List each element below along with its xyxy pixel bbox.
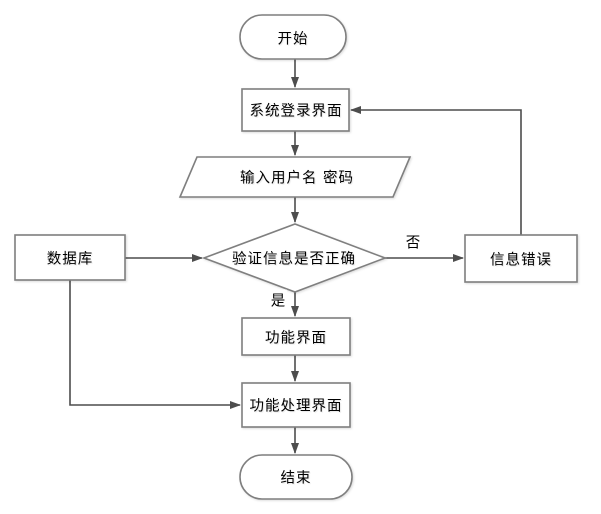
database-label: 数据库 <box>46 251 94 268</box>
function-process-shape <box>241 317 351 356</box>
decision-diamond-shape <box>201 223 388 293</box>
database-process-shape <box>14 234 126 281</box>
edge-error-to-login <box>350 106 522 235</box>
start-terminator-shape <box>239 14 347 60</box>
connector-group <box>69 59 522 454</box>
error-label: 信息错误 <box>490 252 552 269</box>
node-group <box>14 14 578 500</box>
function-label: 功能界面 <box>265 330 327 347</box>
decision-label: 验证信息是否正确 <box>232 251 356 268</box>
start-label: 开始 <box>277 31 309 48</box>
login-process-shape <box>241 88 350 132</box>
process-label: 功能处理界面 <box>249 398 343 415</box>
end-label: 结束 <box>280 470 312 487</box>
branch-label-yes: 是 <box>269 289 287 311</box>
login-label: 系统登录界面 <box>249 103 343 120</box>
edge-database-to-process <box>69 280 241 409</box>
end-terminator-shape <box>239 454 353 500</box>
process-process-shape <box>241 382 351 428</box>
error-process-shape <box>464 234 578 283</box>
input-parallelogram-shape <box>178 156 412 198</box>
branch-label-no: 否 <box>404 231 422 253</box>
input-label: 输入用户名 密码 <box>239 170 355 187</box>
